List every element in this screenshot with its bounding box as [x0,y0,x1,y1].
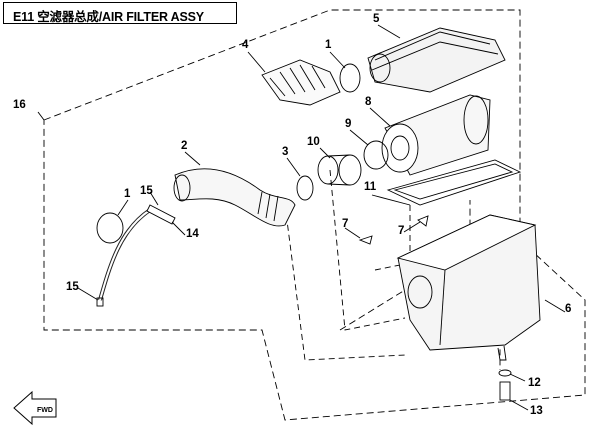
part-tube-fitting [146,204,176,225]
callout-6: 6 [565,303,572,315]
part-clamp-upper [339,63,361,93]
callout-15-lower: 15 [66,281,79,293]
part-drain-clamp [498,369,512,377]
part-clip-a [358,235,373,245]
callout-2: 2 [181,140,188,152]
diagram-title: E11 空滤器总成/AIR FILTER ASSY [13,10,204,24]
part-gasket [386,159,522,206]
part-clamp-left [96,212,124,244]
part-filter-element [381,94,491,176]
callout-4: 4 [242,39,249,51]
assembly-boundary [43,9,586,421]
callout-13: 13 [530,405,543,417]
part-drain-tube [98,208,152,301]
part-intake-hose [173,168,296,227]
callout-14: 14 [186,228,199,240]
fwd-arrow-icon: FWD [13,390,57,426]
callout-16: 16 [13,99,26,111]
callout-11: 11 [364,181,377,193]
callout-1-left: 1 [124,188,131,200]
part-clamp-filter [363,140,389,170]
part-connector-sleeve [317,154,362,186]
callout-8: 8 [365,96,372,108]
callout-1-upper: 1 [325,39,332,51]
part-air-box-lid [367,27,506,93]
callout-3: 3 [282,146,289,158]
callout-9: 9 [345,118,352,130]
callout-5: 5 [373,13,380,25]
fwd-label: FWD [37,407,53,414]
part-tube-end [96,297,104,307]
callout-7-right: 7 [398,225,405,237]
callout-7-left: 7 [342,218,349,230]
part-drain-cap [499,381,511,401]
part-clamp-mid [296,175,314,201]
part-intake-bellows [261,59,341,106]
part-clip-b [417,215,429,227]
title-box: E11 空滤器总成/AIR FILTER ASSY [3,2,237,24]
alignment-line-1 [284,204,406,361]
part-air-box-body [396,214,541,361]
callout-15-upper: 15 [140,185,153,197]
alignment-line-2 [329,169,406,331]
callout-10: 10 [307,136,320,148]
callout-12: 12 [528,377,541,389]
inner-boundary [339,200,471,331]
